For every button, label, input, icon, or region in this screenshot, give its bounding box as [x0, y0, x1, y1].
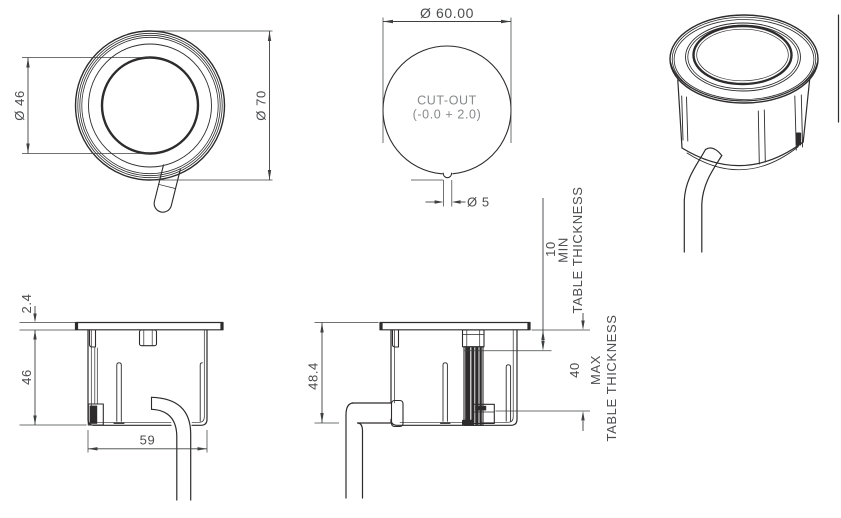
dim-flange-thickness-label: 2.4: [19, 294, 34, 314]
dim-total-height-label: 48.4: [306, 362, 321, 390]
dim-body-width-label: 59: [140, 433, 156, 448]
cutout-note-line2: (-0.0 + 2.0): [413, 108, 482, 122]
cutout-view: Ø 60.00 CUT-OUT (-0.0 + 2.0) Ø 5: [382, 5, 512, 210]
dim-min-thickness-qualifier: MIN: [556, 237, 571, 263]
dim-max-thickness-value: 40: [567, 362, 582, 378]
dim-cutout-diameter-label: Ø 60.00: [420, 5, 474, 21]
section-view-min: 2.4 46 59: [19, 294, 224, 501]
body-wall: [87, 329, 172, 426]
clamp-foot: [87, 403, 104, 426]
dim-max-thickness-qualifier: MAX: [588, 355, 603, 385]
dim-max-thickness-label: TABLE THICKNESS: [604, 315, 619, 442]
cable-collar: [390, 399, 404, 428]
iso-top-face: [692, 24, 793, 86]
inner-face-circle: [100, 56, 200, 155]
section-view-max: 48.4 10 MIN TABLE THICKNESS 40 MAX TABLE…: [306, 187, 619, 499]
iso-flange-outer: [669, 14, 819, 104]
iso-cable: [683, 148, 707, 253]
flange: [74, 321, 224, 331]
front-view: Ø 46 Ø 70: [12, 30, 273, 213]
outer-rim-circle: [74, 30, 226, 181]
dim-min-thickness-value: 10: [543, 241, 558, 257]
cutout-note-line1: CUT-OUT: [417, 94, 477, 108]
cable-stub: [153, 164, 181, 213]
isometric-view: [669, 14, 819, 253]
cable: [345, 402, 354, 499]
dim-inner-diameter-label: Ø 46: [12, 90, 27, 121]
dim-min-thickness-label: TABLE THICKNESS: [570, 187, 585, 314]
dim-body-height-label: 46: [19, 369, 34, 385]
clamp-screw: [463, 346, 484, 426]
clamp-boss: [461, 329, 485, 348]
dim-outer-diameter-label: Ø 70: [254, 90, 269, 121]
cable: [150, 396, 192, 501]
dim-notch-diameter-label: Ø 5: [467, 195, 490, 210]
flange-inner-circle: [88, 43, 212, 168]
iso-latch-clip: [795, 132, 802, 146]
cable-notch: [442, 172, 453, 179]
clamp-foot: [473, 403, 495, 425]
flange: [379, 321, 531, 331]
